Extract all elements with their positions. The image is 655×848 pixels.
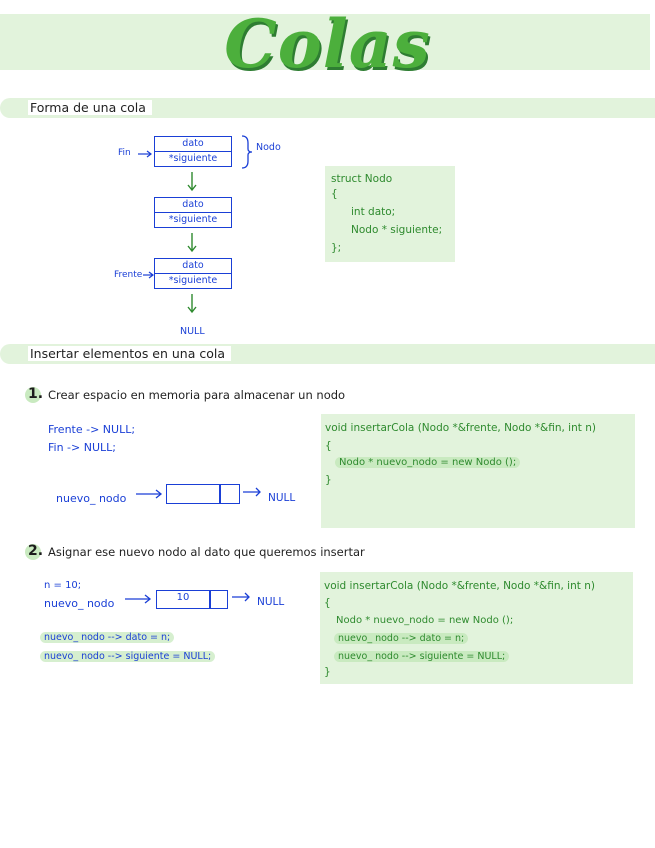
step-2-text: Asignar ese nuevo nodo al dato que quere…	[48, 545, 365, 559]
code-line: }	[325, 474, 332, 486]
code-line: };	[331, 242, 342, 254]
node-divider	[219, 485, 221, 503]
nodo-label: Nodo	[256, 142, 281, 153]
queue-node-3: dato *siguiente	[154, 258, 232, 289]
null-label-1: NULL	[268, 492, 296, 504]
empty-node	[166, 484, 240, 504]
queue-node-1: dato *siguiente	[154, 136, 232, 167]
null-arrow-2	[232, 592, 250, 602]
code-line: nuevo_ nodo --> siguiente = NULL;	[334, 651, 510, 662]
down-arrow-1	[187, 172, 197, 192]
nodo-brace	[241, 135, 253, 169]
step-2-number: 2.	[25, 543, 44, 560]
null-arrow-1	[243, 487, 261, 497]
down-arrow-2	[187, 233, 197, 253]
step-number-text: 2.	[28, 543, 44, 559]
code-line: nuevo_ nodo --> dato = n;	[334, 633, 469, 644]
fin-null: Fin -> NULL;	[48, 441, 116, 454]
null-label: NULL	[180, 326, 205, 337]
step-2-code-box: void insertarCola (Nodo *&frente, Nodo *…	[320, 572, 633, 684]
code-line: {	[324, 597, 331, 609]
filled-node: 10	[156, 590, 228, 609]
title-band	[0, 14, 650, 70]
node-siguiente: *siguiente	[168, 275, 218, 286]
code-line: }	[324, 666, 331, 678]
nuevo-arrow-2	[125, 594, 152, 604]
code-line: struct Nodo	[331, 173, 393, 185]
node-siguiente: *siguiente	[168, 153, 218, 164]
node-dato: dato	[155, 198, 231, 213]
code-line: int dato;	[351, 206, 396, 218]
node-dato: dato	[155, 259, 231, 274]
nuevo-nodo-label-2: nuevo_ nodo	[44, 597, 115, 610]
frente-null: Frente -> NULL;	[48, 423, 136, 436]
nuevo-arrow-1	[136, 489, 163, 499]
siguiente-assign: nuevo_ nodo --> siguiente = NULL;	[40, 651, 216, 662]
node-siguiente: *siguiente	[168, 214, 218, 225]
n-assign: n = 10;	[44, 580, 82, 591]
code-line: Nodo * nuevo_nodo = new Nodo ();	[336, 615, 514, 626]
page-title: Colas	[224, 5, 431, 83]
code-line: {	[325, 440, 332, 452]
down-arrow-3	[187, 294, 197, 314]
frente-arrow	[143, 271, 154, 279]
queue-node-2: dato *siguiente	[154, 197, 232, 228]
code-line: Nodo * nuevo_nodo = new Nodo ();	[335, 457, 521, 468]
node-divider	[209, 591, 211, 608]
code-line: void insertarCola (Nodo *&frente, Nodo *…	[325, 422, 596, 434]
code-line: void insertarCola (Nodo *&frente, Nodo *…	[324, 580, 595, 592]
section-heading-insertar: Insertar elementos en una cola	[28, 346, 232, 361]
fin-label: Fin	[118, 148, 131, 158]
code-line: {	[331, 188, 338, 200]
dato-assign: nuevo_ nodo --> dato = n;	[40, 632, 175, 643]
step-1-number: 1.	[25, 386, 44, 403]
step-1-text: Crear espacio en memoria para almacenar …	[48, 388, 346, 402]
section-heading-forma: Forma de una cola	[28, 100, 152, 115]
fin-arrow	[138, 150, 152, 158]
step-number-text: 1.	[28, 386, 44, 402]
node-value: 10	[176, 592, 190, 603]
struct-code-box: struct Nodo { int dato; Nodo * siguiente…	[325, 166, 455, 262]
section-band-1	[0, 98, 655, 118]
nuevo-nodo-label: nuevo_ nodo	[56, 492, 127, 505]
node-dato: dato	[155, 137, 231, 152]
step-1-code-box: void insertarCola (Nodo *&frente, Nodo *…	[321, 414, 635, 528]
null-label-2: NULL	[257, 596, 285, 608]
frente-label: Frente	[114, 270, 143, 280]
code-line: Nodo * siguiente;	[351, 224, 443, 236]
